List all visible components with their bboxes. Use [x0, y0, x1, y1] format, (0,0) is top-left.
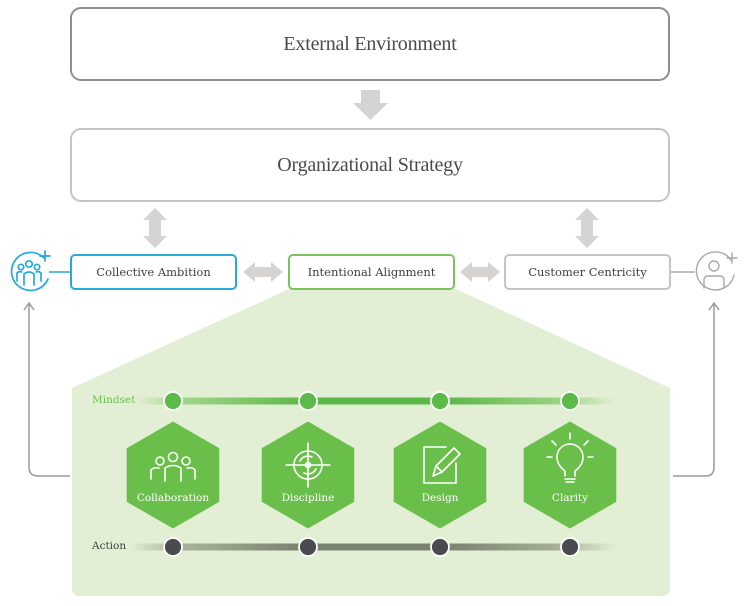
down-arrow-icon	[353, 90, 388, 120]
lightbulb-icon	[546, 432, 594, 483]
vertical-double-arrow-icon	[143, 208, 167, 248]
mindset-dot	[298, 391, 318, 411]
user-add-icon	[695, 251, 738, 291]
pillar-hexagon-clarity	[523, 421, 617, 529]
action-dot	[298, 537, 318, 557]
feedback-loop-left	[28, 304, 70, 477]
action-track	[130, 543, 616, 551]
organizational-strategy-box: Organizational Strategy	[70, 128, 670, 202]
action-dot	[430, 537, 450, 557]
box-label: Collective Ambition	[96, 265, 211, 279]
arrowhead-up-icon	[23, 301, 35, 311]
people-icon	[150, 451, 196, 482]
mindset-label: Mindset	[92, 394, 136, 406]
customer-centricity-box: Customer Centricity	[504, 254, 671, 290]
pillar-label-design: Design	[421, 492, 459, 504]
target-icon	[285, 442, 331, 488]
mindset-dot	[163, 391, 183, 411]
vertical-double-arrow-icon	[575, 208, 599, 248]
horizontal-double-arrow-icon	[243, 262, 283, 282]
mindset-dot	[430, 391, 450, 411]
pillar-label-clarity: Clarity	[551, 492, 589, 504]
intentional-alignment-box: Intentional Alignment	[288, 254, 455, 290]
box-label: Intentional Alignment	[307, 265, 436, 279]
arrowhead-up-icon	[708, 301, 720, 311]
pillar-hexagon-collaboration	[126, 421, 220, 529]
action-label: Action	[92, 540, 127, 552]
pillar-label-collaboration: Collaboration	[136, 492, 210, 504]
feedback-loop-right	[673, 304, 715, 477]
external-environment-box: External Environment	[70, 7, 670, 81]
collective-ambition-box: Collective Ambition	[70, 254, 237, 290]
box-label: Organizational Strategy	[277, 153, 463, 176]
horizontal-double-arrow-icon	[460, 262, 500, 282]
group-add-icon	[10, 250, 51, 292]
pillar-hexagon-design	[393, 421, 487, 529]
mindset-dot	[560, 391, 580, 411]
pillar-label-discipline: Discipline	[281, 492, 335, 504]
alignment-panel	[72, 289, 670, 596]
mindset-track	[136, 397, 616, 405]
pencil-page-icon	[423, 446, 461, 484]
action-dot	[163, 537, 183, 557]
action-dot	[560, 537, 580, 557]
box-label: External Environment	[283, 32, 457, 55]
box-label: Customer Centricity	[528, 265, 647, 279]
